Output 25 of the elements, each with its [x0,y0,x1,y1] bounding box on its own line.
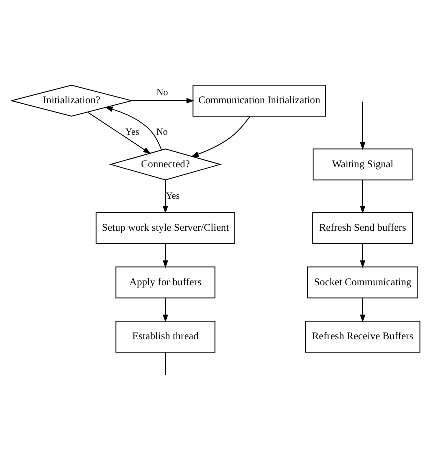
arrow [360,179,366,214]
node-box: Communication Initialization [192,84,326,116]
node-box: Refresh Send buffers [312,212,414,244]
arrow [88,112,152,154]
arrow [191,116,251,156]
arrow [162,179,168,214]
edge-label: No [156,128,168,138]
node-diamond: Initialization? [11,84,132,116]
arrow [360,298,366,322]
node-box: Setup work style Server/Client [96,212,236,244]
arrow [360,100,366,150]
edge-label: No [156,88,168,98]
edge-label: Yes [126,128,140,138]
arrow [132,98,194,104]
edge-label: Yes [166,191,180,202]
arrow [162,243,168,268]
node-box: Waiting Signal [312,148,413,180]
arrow [105,106,162,150]
node-box: Socket Communicating [307,266,418,298]
arrow [360,243,366,268]
connector [165,352,166,376]
arrow [162,298,168,322]
node-box: Apply for buffers [116,266,216,298]
node-box: Refresh Receive Buffers [305,320,421,352]
node-box: Establish thread [116,320,216,352]
